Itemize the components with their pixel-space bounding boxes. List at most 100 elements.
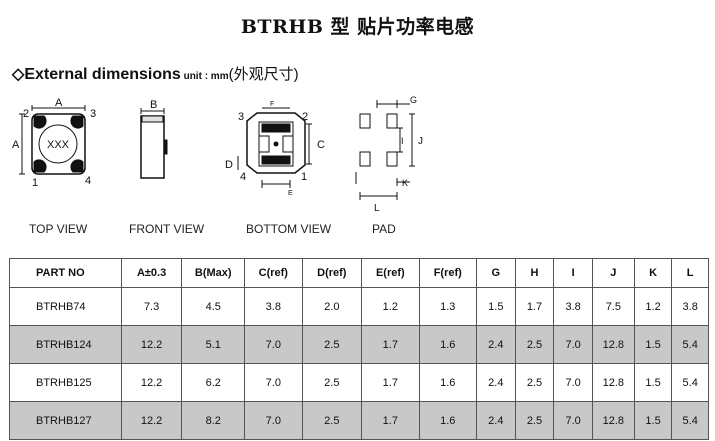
table-cell: 2.5 — [301, 325, 363, 364]
bottom-pin-1: 1 — [301, 171, 307, 183]
table-cell: 1.5 — [633, 401, 673, 440]
top-pin-4: 4 — [85, 175, 91, 187]
table-cell: 12.8 — [591, 363, 635, 402]
section-heading-text: External dimensions — [24, 66, 181, 83]
table-cell: 4.5 — [181, 287, 246, 326]
table-cell: 1.3 — [418, 287, 477, 326]
top-pin-3: 3 — [90, 108, 96, 120]
table-cell: 1.7 — [361, 363, 420, 402]
column-header: A±0.3 — [120, 258, 183, 288]
top-pin-2: 2 — [23, 108, 29, 120]
column-header: G — [475, 258, 516, 288]
bottom-dim-d: D — [225, 159, 233, 171]
table-cell: 1.5 — [633, 363, 673, 402]
column-header: D(ref) — [301, 258, 363, 288]
table-cell: 2.5 — [514, 401, 555, 440]
table-cell: 1.2 — [361, 287, 420, 326]
top-marking: XXX — [47, 139, 70, 151]
bottom-pin-3: 3 — [238, 111, 244, 123]
section-heading: ◇External dimensions unit : mm(外观尺寸) — [12, 63, 299, 84]
table-cell: 7.0 — [244, 401, 303, 440]
column-header: PART NO — [9, 258, 122, 288]
table-cell: 7.5 — [591, 287, 635, 326]
table-cell: 5.4 — [671, 363, 709, 402]
pad-dim-j: J — [418, 136, 423, 147]
pad-view-label: PAD — [372, 222, 396, 236]
bottom-dim-c: C — [317, 139, 325, 151]
column-header: E(ref) — [361, 258, 420, 288]
section-heading-cn: (外观尺寸) — [228, 66, 299, 83]
bottom-pin-2: 2 — [302, 111, 308, 123]
table-cell: 2.5 — [514, 325, 555, 364]
table-cell: 5.4 — [671, 401, 709, 440]
part-number-cell: BTRHB127 — [9, 401, 122, 440]
column-header: B(Max) — [181, 258, 246, 288]
part-number-cell: BTRHB124 — [9, 325, 122, 364]
table-cell: 2.4 — [475, 363, 516, 402]
column-header: H — [514, 258, 555, 288]
table-cell: 1.7 — [361, 325, 420, 364]
table-cell: 1.2 — [633, 287, 673, 326]
bottom-view-drawing — [237, 107, 312, 188]
column-header: C(ref) — [244, 258, 303, 288]
table-cell: 2.5 — [301, 363, 363, 402]
table-cell: 3.8 — [553, 287, 593, 326]
pad-drawing — [355, 100, 415, 200]
table-cell: 1.6 — [418, 363, 477, 402]
table-cell: 12.8 — [591, 401, 635, 440]
front-view-drawing — [140, 108, 168, 179]
table-cell: 2.5 — [514, 363, 555, 402]
table-cell: 2.0 — [301, 287, 363, 326]
column-header: L — [671, 258, 709, 288]
unit-label: unit : mm — [180, 71, 229, 82]
table-cell: 1.5 — [633, 325, 673, 364]
table-cell: 7.0 — [244, 325, 303, 364]
top-dim-a: A — [55, 97, 63, 109]
table-cell: 7.0 — [553, 363, 593, 402]
table-cell: 6.2 — [181, 363, 246, 402]
front-view-label: FRONT VIEW — [129, 222, 205, 236]
table-cell: 7.0 — [244, 363, 303, 402]
table-cell: 7.3 — [120, 287, 183, 326]
table-cell: 12.2 — [120, 325, 183, 364]
column-header: F(ref) — [418, 258, 477, 288]
part-number-cell: BTRHB74 — [9, 287, 122, 326]
bottom-dim-e: E — [288, 190, 293, 197]
front-dim-b: B — [150, 99, 157, 111]
diamond-icon: ◇ — [12, 66, 25, 83]
dimension-diagram: A 2 3 A XXX 1 4 B 3 2 F C D 4 1 E G I J … — [12, 95, 423, 214]
table-cell: 2.5 — [301, 401, 363, 440]
table-cell: 7.0 — [553, 325, 593, 364]
top-dim-a-side: A — [12, 139, 20, 151]
bottom-view-label: BOTTOM VIEW — [246, 222, 332, 236]
top-view-label: TOP VIEW — [29, 222, 88, 236]
table-cell: 1.5 — [475, 287, 516, 326]
table-cell: 12.8 — [591, 325, 635, 364]
table-cell: 3.8 — [671, 287, 709, 326]
pad-dim-g: G — [410, 95, 417, 105]
table-cell: 12.2 — [120, 401, 183, 440]
column-header: J — [591, 258, 635, 288]
table-cell: 12.2 — [120, 363, 183, 402]
table-cell: 7.0 — [553, 401, 593, 440]
top-pin-1: 1 — [32, 177, 38, 189]
part-number-cell: BTRHB125 — [9, 363, 122, 402]
table-cell: 5.4 — [671, 325, 709, 364]
bottom-dim-f: F — [270, 101, 274, 108]
table-cell: 2.4 — [475, 325, 516, 364]
page-title: BTRHB 型 贴片功率电感 — [240, 16, 475, 38]
table-cell: 1.7 — [361, 401, 420, 440]
table-cell: 5.1 — [181, 325, 246, 364]
column-header: K — [633, 258, 673, 288]
bottom-pin-4: 4 — [240, 171, 246, 183]
pad-dim-k: K — [402, 178, 408, 188]
pad-dim-i: I — [401, 136, 404, 146]
table-cell: 8.2 — [181, 401, 246, 440]
table-cell: 1.6 — [418, 401, 477, 440]
table-cell: 1.7 — [514, 287, 555, 326]
